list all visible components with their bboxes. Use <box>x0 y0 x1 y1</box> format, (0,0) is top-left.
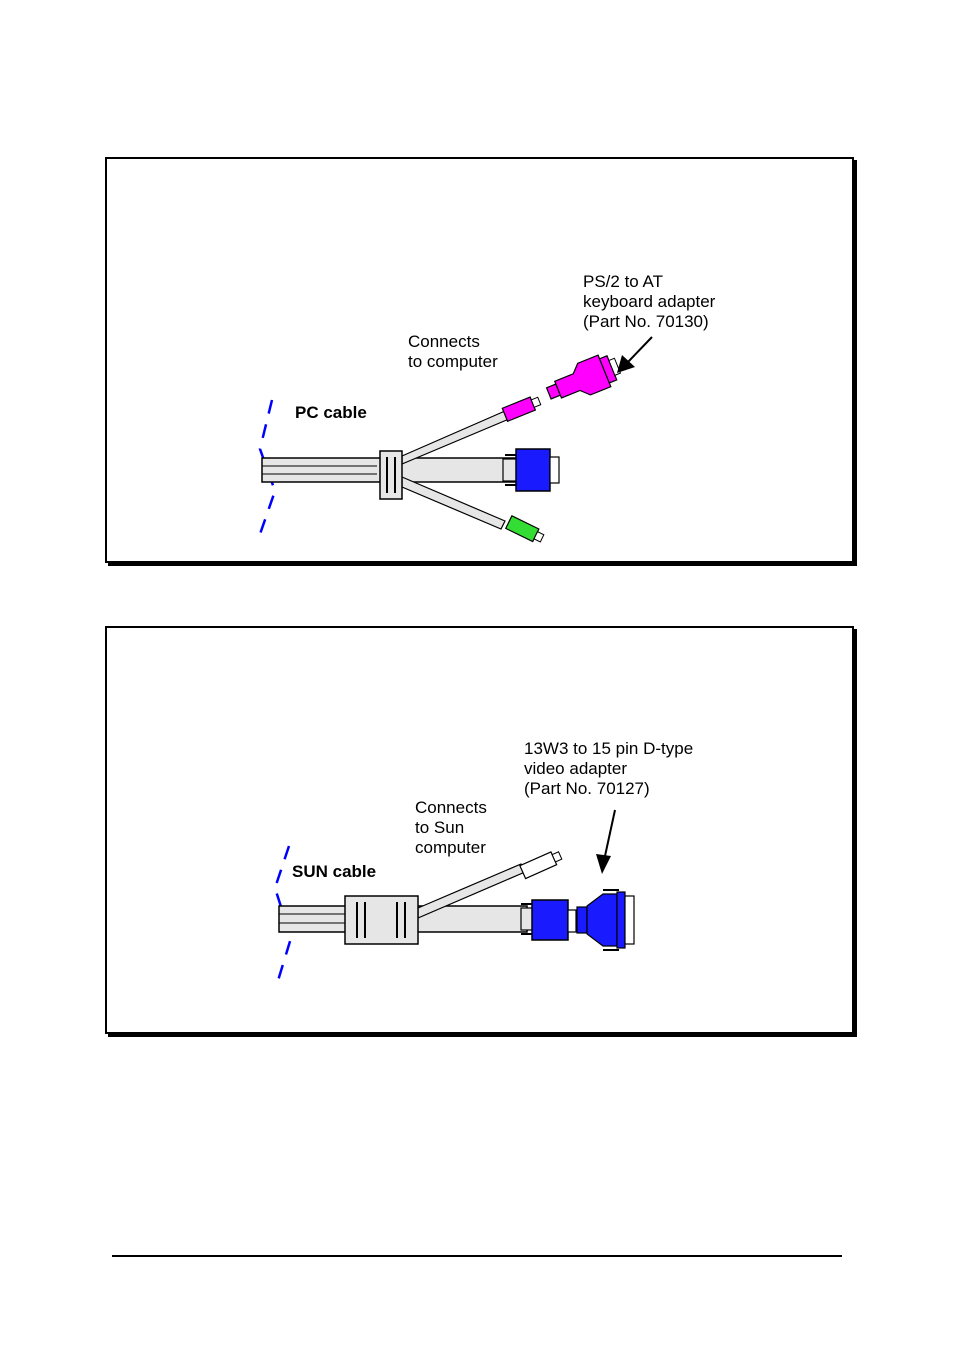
pc-cable-panel: PC cable Connects to computer PS/2 to AT… <box>105 157 854 563</box>
mouse-plug <box>506 516 545 545</box>
ps2-to-at-adapter <box>542 350 623 409</box>
video-plug-13w3 <box>521 900 576 940</box>
footer-rule <box>112 1255 842 1257</box>
mouse-cable <box>402 477 505 529</box>
keyboard-plug <box>502 394 542 421</box>
adapter-pointer-arrow <box>617 337 652 373</box>
connects-to-computer-label: Connects to computer <box>408 332 498 372</box>
keyboard-adapter-label: PS/2 to AT keyboard adapter (Part No. 70… <box>583 272 715 332</box>
pc-cable-label: PC cable <box>295 403 367 423</box>
cable-clip <box>380 451 402 499</box>
adapter-pointer-arrow <box>596 810 615 874</box>
connects-to-sun-computer-label: Connects to Sun computer <box>415 798 487 858</box>
keyboard-cable <box>402 411 509 464</box>
video-adapter-label: 13W3 to 15 pin D-type video adapter (Par… <box>524 739 693 799</box>
13w3-to-dtype-adapter <box>577 890 634 950</box>
sun-cable-panel: SUN cable Connects to Sun computer 13W3 … <box>105 626 854 1034</box>
cable-ferrite <box>345 896 418 944</box>
video-plug <box>503 449 559 491</box>
sun-cable-label: SUN cable <box>292 862 376 882</box>
sun-keyboard-plug <box>520 849 563 878</box>
